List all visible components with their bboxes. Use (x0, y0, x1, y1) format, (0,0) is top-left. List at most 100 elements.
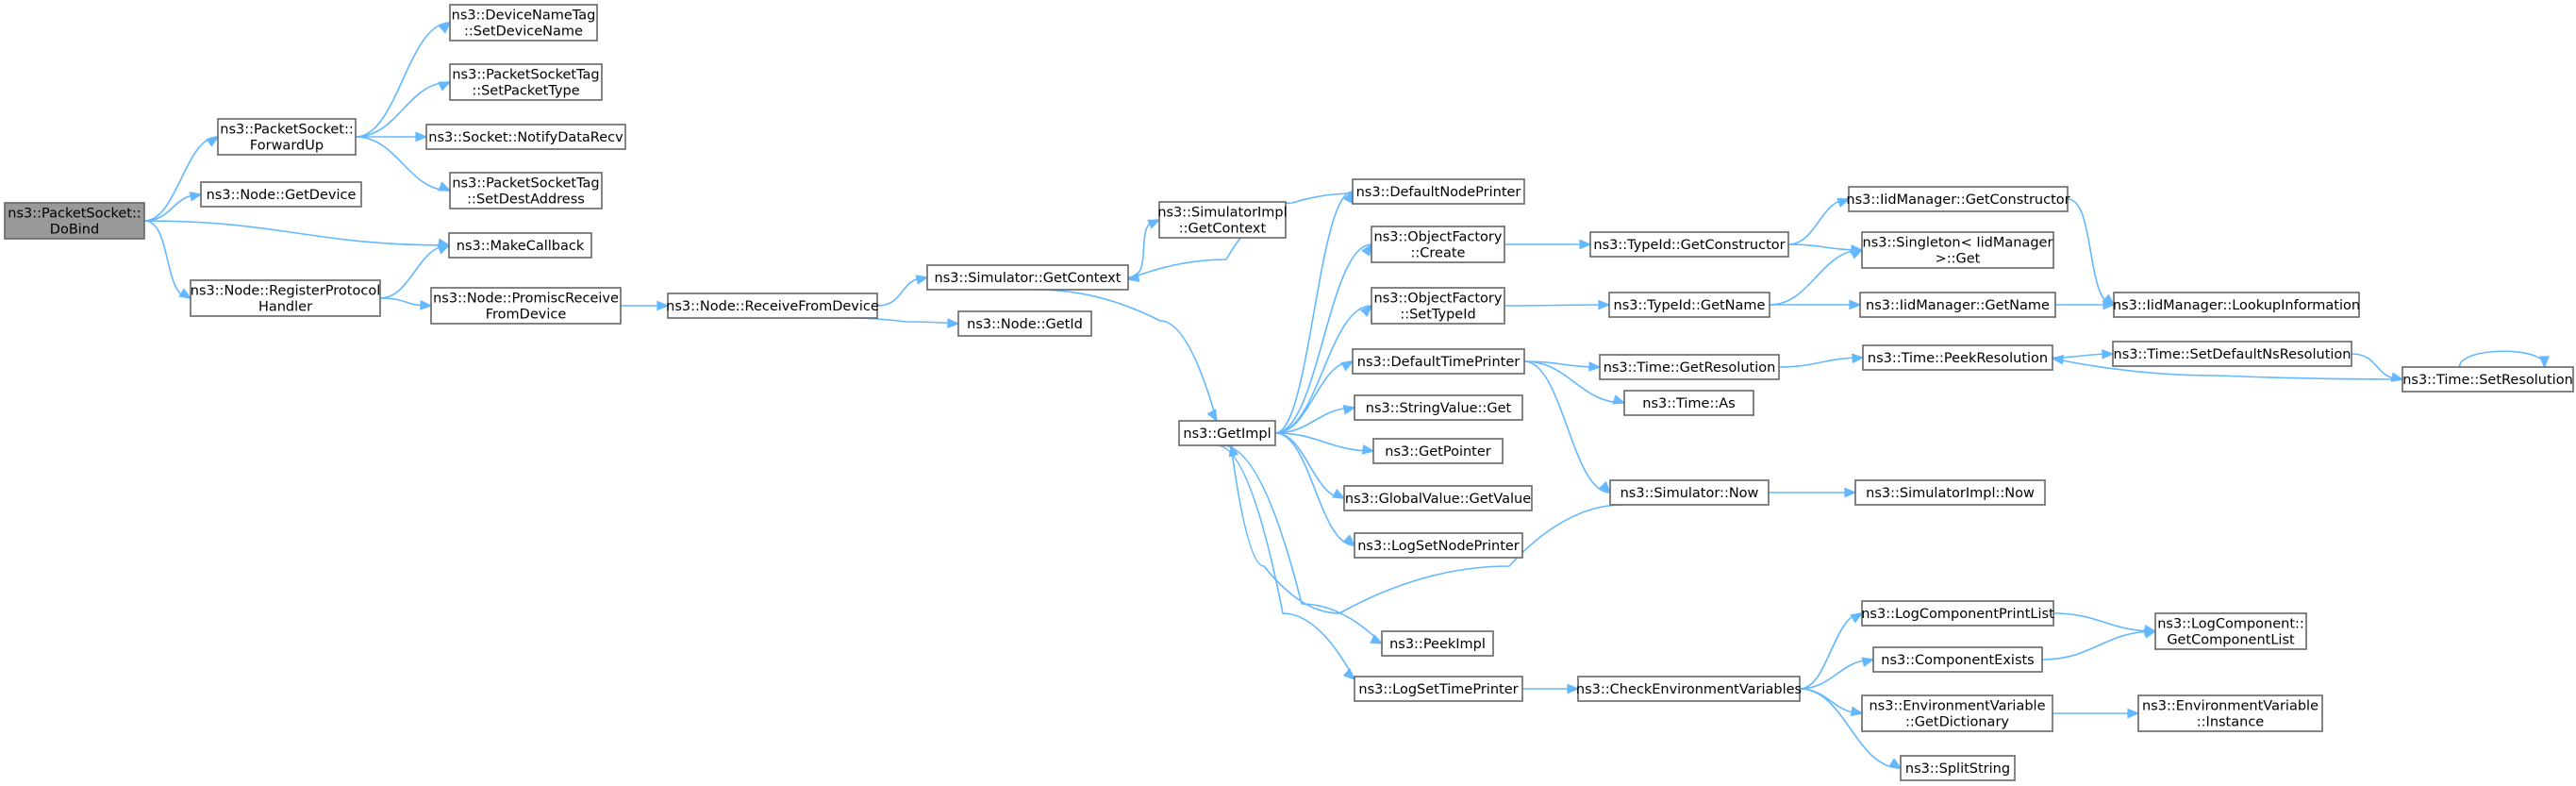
node-getcontext[interactable]: ns3::Simulator::GetContext (926, 264, 1129, 291)
edge-line (1523, 360, 1625, 404)
node-label-line: ns3::Node::ReceiveFromDevice (666, 299, 879, 314)
node-box (1608, 292, 1770, 318)
edge-line (143, 136, 219, 222)
edge-line (1274, 432, 1345, 499)
node-box (1609, 479, 1770, 506)
edge-arrowhead (1340, 360, 1354, 372)
node-simimplnow[interactable]: ns3::SimulatorImpl::Now (1854, 479, 2046, 506)
node-box (200, 181, 362, 208)
edge-getimpl-to-logsettimeprinter (1216, 444, 1356, 681)
node-checkenvvars[interactable]: ns3::CheckEnvironmentVariables (1576, 676, 1802, 702)
node-typeidgetconstructor[interactable]: ns3::TypeId::GetConstructor (1589, 231, 1789, 258)
node-envvarinstance[interactable]: ns3::EnvironmentVariable::Instance (2137, 694, 2323, 732)
node-label-line: ::SetDestAddress (467, 192, 585, 208)
node-getpointer[interactable]: ns3::GetPointer (1372, 438, 1504, 464)
edge-objfactorycreate-to-typeidgetconstructor (1504, 239, 1592, 250)
node-dobind[interactable]: ns3::PacketSocket::DoBind (4, 202, 145, 240)
edge-checkenvvars-to-logcompprintlist (1799, 612, 1864, 690)
node-box (1381, 630, 1494, 657)
node-iidgetconstructor[interactable]: ns3::IidManager::GetConstructor (1846, 186, 2070, 212)
node-singletonget[interactable]: ns3::Singleton< IidManager >::Get (1861, 231, 2054, 269)
node-label-line: ns3::IidManager::LookupInformation (2113, 298, 2360, 313)
node-envvargetdict[interactable]: ns3::EnvironmentVariable::GetDictionary (1861, 694, 2053, 732)
edge-line (2067, 198, 2115, 306)
node-splitstring[interactable]: ns3::SplitString (1900, 755, 2016, 781)
node-label-line: ns3::StringValue::Get (1366, 401, 1512, 416)
edge-registerprotocol-to-makecallback (379, 244, 451, 299)
node-box (1354, 532, 1523, 559)
node-box (1371, 287, 1505, 325)
edge-arrowhead (1849, 299, 1862, 310)
node-label-line: ::Create (1411, 246, 1466, 261)
node-setdevicename[interactable]: ns3::DeviceNameTag::SetDeviceName (449, 4, 598, 42)
edge-dobind-to-makecallback (143, 220, 451, 249)
node-defaultnodeprinter[interactable]: ns3::DefaultNodePrinter (1352, 178, 1525, 205)
node-forwardup[interactable]: ns3::PacketSocket::ForwardUp (217, 118, 357, 156)
node-box (2401, 366, 2574, 393)
node-iidlookupinfo[interactable]: ns3::IidManager::LookupInformation (2113, 292, 2360, 318)
node-timegetresolution[interactable]: ns3::Time::GetResolution (1599, 354, 1780, 380)
edge-typeidgetname-to-singletonget (1769, 249, 1864, 306)
node-logsettimeprinter[interactable]: ns3::LogSetTimePrinter (1354, 676, 1523, 702)
node-timepeekresolution[interactable]: ns3::Time::PeekResolution (1862, 344, 2053, 371)
edge-getimpl-to-objfactorycreate (1274, 242, 1372, 434)
edge-line (848, 317, 959, 325)
edge-arrowhead (2051, 354, 2065, 365)
node-setpackettype[interactable]: ns3::PacketSocketTag::SetPacketType (449, 63, 603, 101)
node-typeidgetname[interactable]: ns3::TypeId::GetName (1608, 292, 1770, 318)
node-componentexists[interactable]: ns3::ComponentExists (1872, 646, 2043, 673)
edge-arrowhead (437, 244, 451, 255)
node-label-line: Handler (258, 300, 312, 315)
node-label-line: ns3::DefaultTimePrinter (1357, 355, 1520, 370)
edge-getimpl-to-getpointer (1274, 432, 1375, 455)
node-box (1178, 420, 1276, 446)
node-logcompgetlist[interactable]: ns3::LogComponent::GetComponentList (2154, 612, 2307, 650)
node-label-line: ns3::EnvironmentVariable (2142, 699, 2318, 714)
node-label-line: ns3::SplitString (1905, 761, 2010, 777)
edge-line (1274, 432, 1374, 452)
node-getdevice[interactable]: ns3::Node::GetDevice (200, 181, 362, 208)
node-simulatornow[interactable]: ns3::Simulator::Now (1609, 479, 1770, 506)
edge-line (1787, 243, 1863, 251)
edge-logsettimeprinter-to-checkenvvars (1522, 683, 1580, 694)
node-label-line: ns3::Time::SetDefaultNsResolution (2114, 347, 2352, 362)
node-defaulttimeprinter[interactable]: ns3::DefaultTimePrinter (1352, 348, 1525, 375)
edge-getimpl-to-globalvaluegetvalue (1274, 432, 1346, 499)
node-timesetdefaultns[interactable]: ns3::Time::SetDefaultNsResolution (2112, 341, 2352, 367)
edge-arrowhead (1360, 304, 1373, 318)
node-objfactorycreate[interactable]: ns3::ObjectFactory::Create (1371, 226, 1505, 263)
node-logcompprintlist[interactable]: ns3::LogComponentPrintList (1861, 600, 2054, 627)
node-objfactorysettypeid[interactable]: ns3::ObjectFactory::SetTypeId (1371, 287, 1505, 325)
edge-line (1230, 444, 1623, 614)
node-setdestaddress[interactable]: ns3::PacketSocketTag::SetDestAddress (449, 172, 603, 209)
node-timeas[interactable]: ns3::Time::As (1623, 390, 1754, 416)
node-getimpl[interactable]: ns3::GetImpl (1178, 420, 1276, 446)
edge-getimpl-to-logsetnodeprinter (1274, 432, 1356, 547)
node-label-line: ns3::PacketSocketTag (452, 176, 599, 192)
node-simimplgetcontext[interactable]: ns3::SimulatorImpl::GetContext (1157, 201, 1288, 239)
edge-forwardup-to-setpackettype (355, 81, 452, 138)
edge-line (1504, 304, 1610, 307)
node-logsetnodeprinter[interactable]: ns3::LogSetNodePrinter (1354, 532, 1523, 559)
node-box (1859, 292, 2056, 318)
node-peekimpl[interactable]: ns3::PeekImpl (1381, 630, 1494, 657)
node-getid[interactable]: ns3::Node::GetId (957, 310, 1092, 337)
node-timesetresolution[interactable]: ns3::Time::SetResolution (2401, 366, 2574, 393)
edge-arrowhead (206, 136, 220, 147)
node-receivefromdevice[interactable]: ns3::Node::ReceiveFromDevice (666, 293, 879, 319)
edge-iidgetconstructor-to-iidlookupinfo (2067, 198, 2116, 307)
edge-line (1222, 444, 1383, 644)
node-notifydatarecv[interactable]: ns3::Socket::NotifyDataRecv (425, 124, 626, 150)
node-label-line: ns3::PeekImpl (1389, 637, 1486, 652)
node-label-line: ns3::Simulator::Now (1620, 486, 1759, 501)
node-stringvalueget[interactable]: ns3::StringValue::Get (1354, 394, 1523, 421)
node-iidgetname[interactable]: ns3::IidManager::GetName (1859, 292, 2056, 318)
edge-arrowhead (1228, 443, 1239, 458)
node-label-line: ::GetContext (1179, 222, 1267, 237)
node-globalvaluegetvalue[interactable]: ns3::GlobalValue::GetValue (1343, 485, 1533, 511)
node-box (1900, 755, 2016, 781)
edge-arrowhead (1147, 219, 1161, 229)
node-makecallback[interactable]: ns3::MakeCallback (448, 232, 592, 259)
